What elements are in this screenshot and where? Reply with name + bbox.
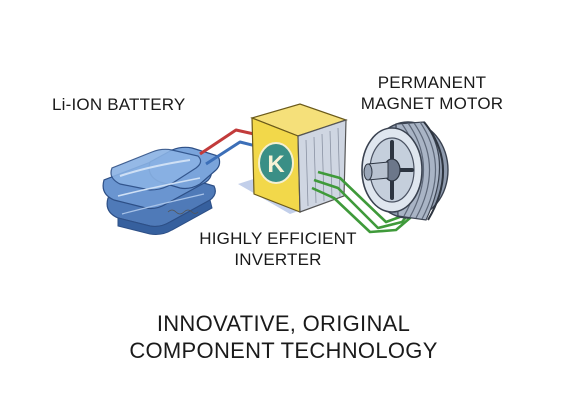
inverter-label-line2: INVERTER [234,250,322,269]
motor-label-line2: MAGNET MOTOR [360,94,504,113]
motor-label: PERMANENT MAGNET MOTOR [342,72,522,114]
inverter-box-icon: K [238,103,348,214]
motor-icon [361,121,449,221]
caption: INNOVATIVE, ORIGINAL COMPONENT TECHNOLOG… [0,310,567,364]
battery-wires [199,128,257,166]
caption-line1: INNOVATIVE, ORIGINAL [156,311,411,336]
motor-label-line1: PERMANENT [377,73,487,92]
battery-label-text: Li-ION BATTERY [52,95,186,114]
battery-pack-icon [102,146,221,235]
inverter-logo-letter: K [267,151,285,178]
inverter-label: HIGHLY EFFICIENT INVERTER [178,228,378,270]
battery-label: Li-ION BATTERY [52,94,185,115]
caption-line2: COMPONENT TECHNOLOGY [129,338,438,363]
inverter-label-line1: HIGHLY EFFICIENT [199,229,357,248]
